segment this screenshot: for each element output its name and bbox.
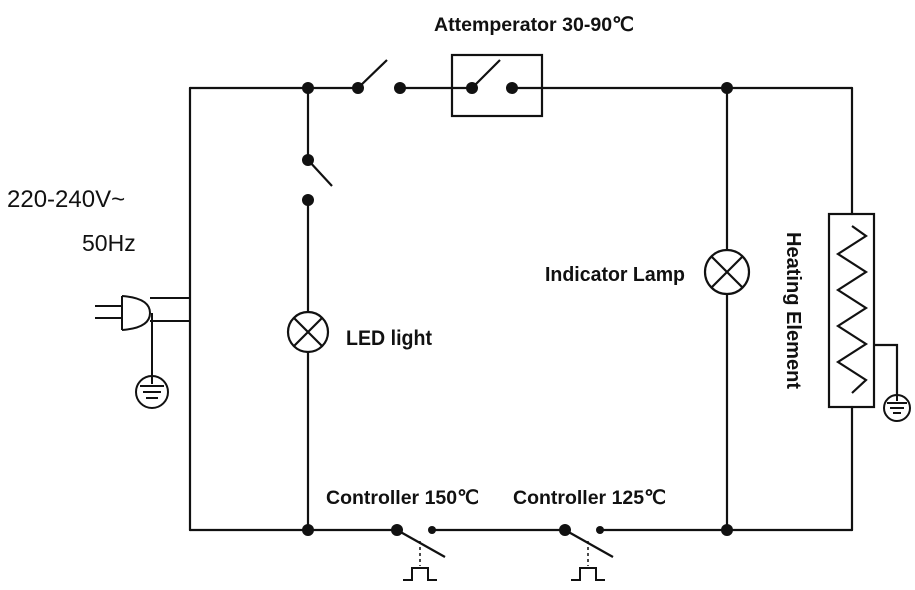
switch-contact — [394, 82, 406, 94]
controller-150-switch — [391, 524, 446, 581]
supply-voltage-label: 220-240V~ — [7, 186, 125, 213]
indicator-lamp-icon — [703, 248, 751, 296]
supply-frequency-label: 50Hz — [82, 230, 136, 256]
attemperator-box — [450, 53, 544, 118]
attemperator-label: Attemperator 30-90℃ — [434, 15, 634, 36]
attemperator — [450, 53, 544, 118]
led-switch — [302, 154, 333, 206]
junction-dot — [302, 524, 314, 536]
controller-150-label: Controller 150℃ — [326, 488, 479, 509]
heating-element-label: Heating Element — [782, 232, 804, 389]
switch-contact — [596, 526, 604, 534]
junction-dot — [721, 82, 733, 94]
switch-contact — [428, 526, 436, 534]
switch-lever — [307, 159, 333, 187]
power-plug-icon — [95, 295, 190, 376]
ground-icon — [883, 394, 911, 422]
junction-dot — [721, 524, 733, 536]
led-lamp-icon — [286, 310, 330, 354]
junction-dot — [302, 82, 314, 94]
led-light-label: LED light — [346, 327, 432, 350]
controller-125-label: Controller 125℃ — [513, 488, 666, 509]
switch-lever — [357, 59, 388, 89]
wiring — [188, 86, 854, 532]
controller-125-switch — [559, 524, 614, 581]
switch-lever — [471, 59, 501, 89]
indicator-lamp-label: Indicator Lamp — [545, 264, 685, 286]
heating-element-icon — [827, 212, 899, 409]
switch-contact — [302, 194, 314, 206]
switch-contact — [506, 82, 518, 94]
junctions — [302, 82, 733, 536]
main-switch — [352, 59, 406, 94]
ground-icon — [135, 375, 169, 409]
